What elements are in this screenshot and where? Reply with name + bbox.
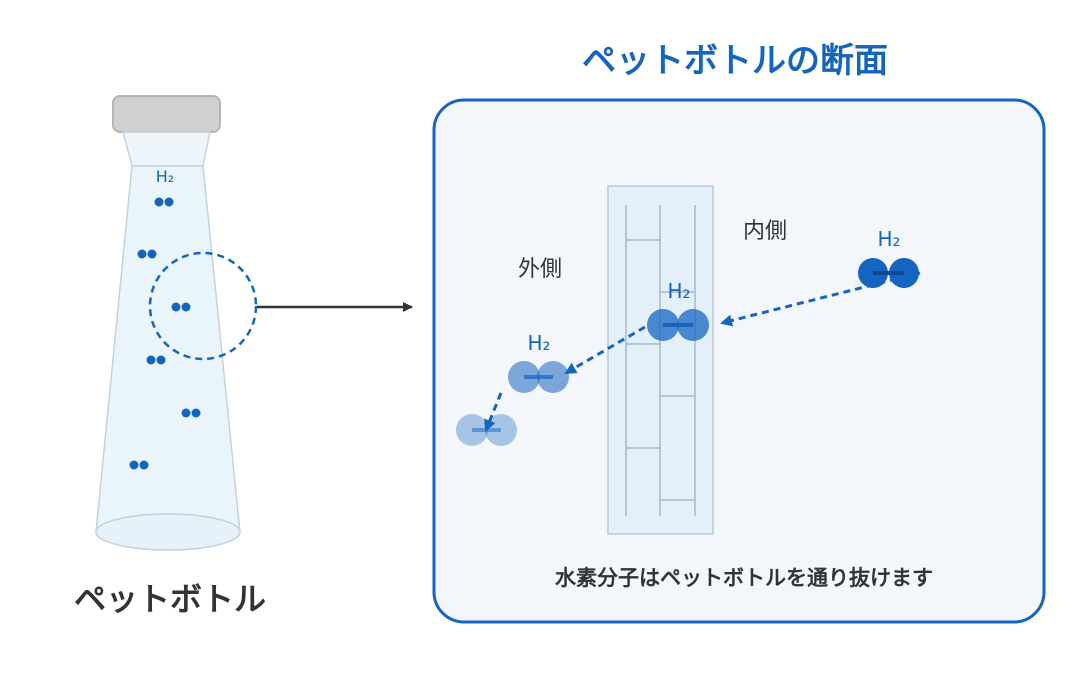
h2-molecule-wall: H₂ [647, 279, 709, 341]
cross-section-caption: 水素分子はペットボトルを通り抜けます [555, 566, 933, 590]
bottle-h2-label: H₂ [156, 167, 174, 186]
h2-molecule-outside: H₂ [508, 331, 569, 393]
path-arrow-inside-to-wall [720, 271, 921, 327]
h2-molecule-icon [137, 249, 157, 259]
bottle-body [95, 165, 241, 533]
path-arrow-outside-exit [484, 392, 503, 432]
h2-molecule-icon [146, 355, 166, 365]
h2-molecule-icon [154, 197, 174, 207]
h2-label-inside: H₂ [877, 227, 900, 251]
outside-label: 外側 [518, 257, 562, 282]
inside-label: 内側 [743, 219, 787, 244]
h2-molecule-icon [181, 408, 201, 418]
bottle-wall [607, 185, 714, 535]
h2-molecule-icon [129, 460, 149, 470]
cross-section-panel: 外側 内側 H₂ H₂ H₂ [432, 98, 1046, 624]
h2-label-outside: H₂ [527, 331, 550, 355]
zoom-circle [148, 251, 258, 361]
bottle-molecules [129, 197, 201, 470]
h2-molecule-icon [171, 302, 191, 312]
bottle-neck [122, 131, 211, 167]
h2-molecule-inside: H₂ [858, 227, 919, 288]
section-title: ペットボトルの断面 [582, 41, 888, 81]
h2-molecule-exiting [456, 414, 517, 446]
bottle-cap [112, 95, 221, 133]
path-arrow-wall-to-outside [564, 325, 646, 375]
bottle-label: ペットボトル [74, 580, 266, 618]
pet-bottle-illustration: H₂ [95, 95, 258, 551]
bottle-base [95, 513, 241, 551]
h2-label-wall: H₂ [667, 279, 690, 303]
